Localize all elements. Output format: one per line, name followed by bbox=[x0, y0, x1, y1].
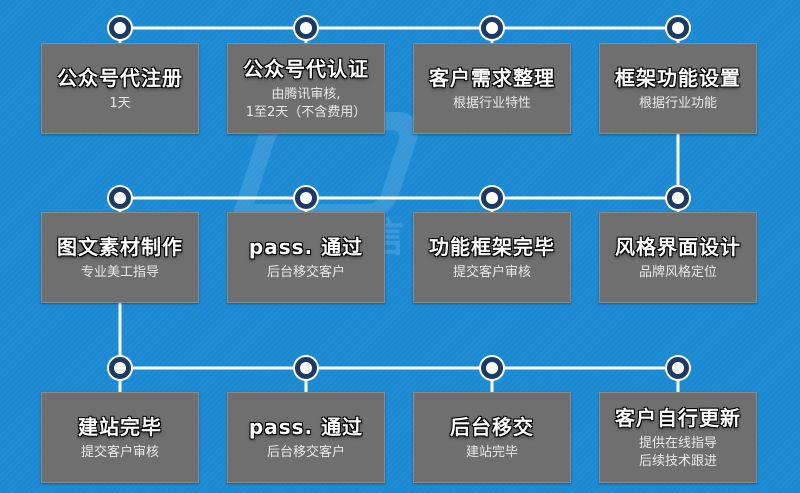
step-subtitle-line: 提交客户审核 bbox=[80, 444, 159, 460]
flow-node bbox=[481, 17, 503, 39]
step-subtitle-line: 根据行业功能 bbox=[638, 95, 717, 111]
step-box: 建站完毕提交客户审核 bbox=[41, 392, 199, 483]
step-box: 客户自行更新提供在线指导后续技术跟进 bbox=[599, 392, 757, 483]
step-title: 建站完毕 bbox=[78, 414, 162, 439]
step-subtitle: 提供在线指导后续技术跟进 bbox=[639, 435, 717, 471]
step-subtitle-line: 后台移交客户 bbox=[266, 444, 345, 460]
step-subtitle-line: 提供在线指导 bbox=[638, 435, 717, 451]
flow-node bbox=[667, 357, 689, 379]
step-subtitle-line: 1至2天（不含费用） bbox=[245, 104, 367, 120]
step-subtitle-line: 品牌风格定位 bbox=[638, 264, 717, 280]
step-title: 公众号代认证 bbox=[243, 56, 369, 81]
step-title: 客户自行更新 bbox=[615, 405, 741, 430]
step-subtitle: 提交客户审核 bbox=[81, 444, 159, 462]
step-subtitle: 品牌风格定位 bbox=[639, 264, 717, 282]
step-title: 客户需求整理 bbox=[429, 65, 555, 90]
step-box: pass. 通过后台移交客户 bbox=[227, 392, 385, 483]
step-title: 框架功能设置 bbox=[615, 65, 741, 90]
flow-node bbox=[295, 187, 317, 209]
flow-node bbox=[481, 357, 503, 379]
step-subtitle: 后台移交客户 bbox=[267, 264, 345, 282]
step-subtitle-line: 由腾讯审核, bbox=[271, 86, 341, 102]
step-subtitle-line: 后台移交客户 bbox=[266, 264, 345, 280]
flow-node bbox=[295, 17, 317, 39]
step-box: 后台移交建站完毕 bbox=[413, 392, 571, 483]
step-box: 公众号代注册 1天 bbox=[41, 43, 199, 134]
step-title: 风格界面设计 bbox=[615, 234, 741, 259]
flow-node bbox=[295, 357, 317, 379]
step-subtitle-line: 后续技术跟进 bbox=[638, 453, 717, 469]
step-subtitle: 由腾讯审核, 1至2天（不含费用） bbox=[246, 86, 367, 122]
step-title: 后台移交 bbox=[450, 414, 534, 439]
step-subtitle: 专业美工指导 bbox=[81, 264, 159, 282]
flow-node bbox=[109, 357, 131, 379]
step-subtitle: 建站完毕 bbox=[466, 444, 518, 462]
step-subtitle: 1天 bbox=[109, 95, 130, 113]
step-box: 风格界面设计品牌风格定位 bbox=[599, 212, 757, 303]
flow-node bbox=[109, 17, 131, 39]
step-box: 图文素材制作专业美工指导 bbox=[41, 212, 199, 303]
step-subtitle: 根据行业特性 bbox=[453, 95, 531, 113]
step-box: 框架功能设置根据行业功能 bbox=[599, 43, 757, 134]
flow-node bbox=[667, 187, 689, 209]
step-title: 公众号代注册 bbox=[57, 65, 183, 90]
step-title: 图文素材制作 bbox=[57, 234, 183, 259]
flow-node bbox=[481, 187, 503, 209]
step-box: 公众号代认证由腾讯审核, 1至2天（不含费用） bbox=[227, 43, 385, 134]
step-subtitle-line: 提交客户审核 bbox=[452, 264, 531, 280]
step-subtitle: 根据行业功能 bbox=[639, 95, 717, 113]
step-subtitle-line: 建站完毕 bbox=[465, 444, 518, 460]
flow-node bbox=[667, 17, 689, 39]
step-box: 功能框架完毕提交客户审核 bbox=[413, 212, 571, 303]
step-subtitle-line: 专业美工指导 bbox=[80, 264, 159, 280]
step-subtitle: 提交客户审核 bbox=[453, 264, 531, 282]
flow-node bbox=[109, 187, 131, 209]
step-subtitle-line: 根据行业特性 bbox=[452, 95, 531, 111]
step-subtitle-line: 1天 bbox=[109, 95, 131, 111]
step-subtitle: 后台移交客户 bbox=[267, 444, 345, 462]
step-title: pass. 通过 bbox=[248, 414, 364, 439]
step-title: pass. 通过 bbox=[248, 234, 364, 259]
step-box: 客户需求整理根据行业特性 bbox=[413, 43, 571, 134]
step-box: pass. 通过后台移交客户 bbox=[227, 212, 385, 303]
step-title: 功能框架完毕 bbox=[429, 234, 555, 259]
